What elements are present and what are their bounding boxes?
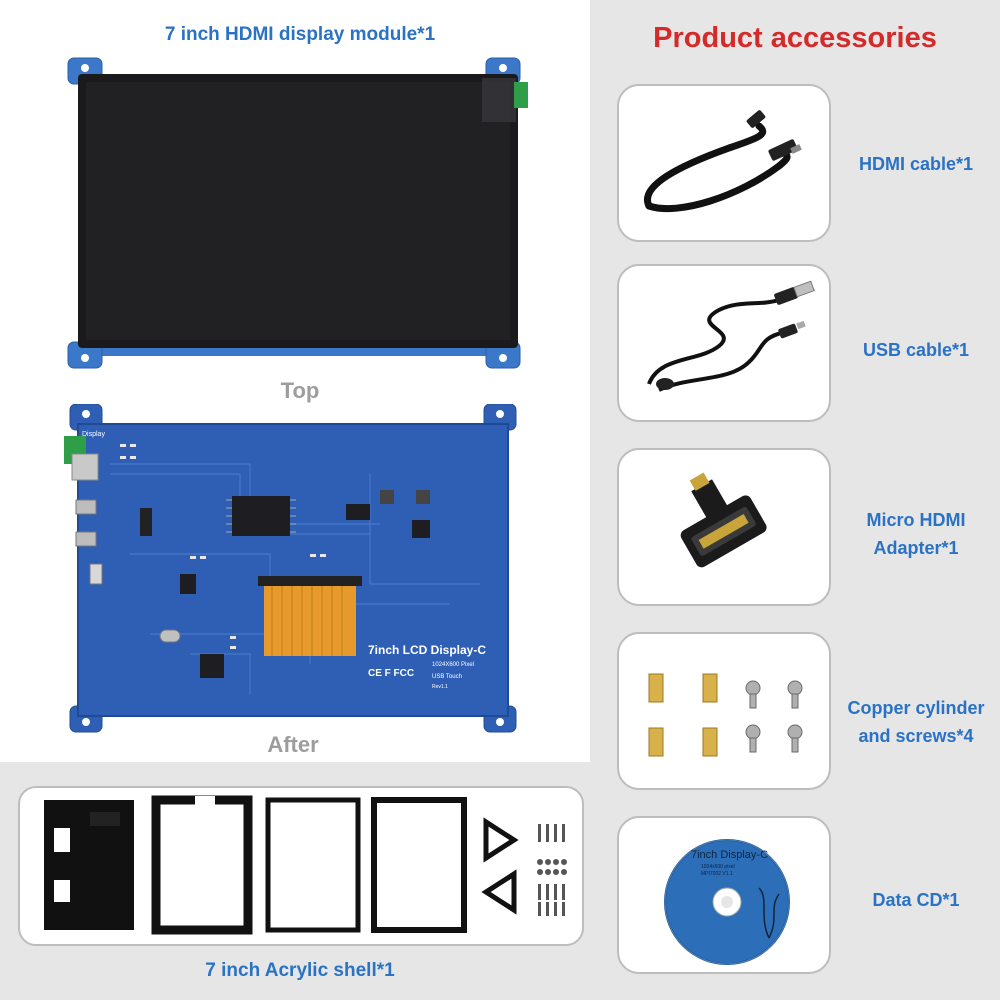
hdmi-cable-icon <box>644 110 802 213</box>
accessory-label-hdmi-cable: HDMI cable*1 <box>858 154 974 174</box>
accessory-label-data-cd: Data CD*1 <box>872 890 960 910</box>
after-caption: After <box>267 732 319 757</box>
display-back-pcb-image: Display 7inch LCD Display-C 1024X600 Pix… <box>50 404 530 734</box>
acrylic-shell-label: 7 inch Acrylic shell*1 <box>205 960 395 981</box>
cd-line2-label: MPI7002 V1.1 <box>701 871 733 877</box>
accessory-card-data-cd: 7inch Display-C 1024x600 pixel MPI7002 V… <box>617 816 831 974</box>
accessory-label-standoffs: Copper cylinder and screws*4 <box>847 698 985 746</box>
accessory-card-standoffs <box>617 632 831 790</box>
pcb-usb-touch-label: USB Touch <box>432 674 462 680</box>
cd-title-label: 7inch Display-C <box>691 849 768 861</box>
accessory-label-micro-hdmi-adapter: Micro HDMI Adapter*1 <box>866 510 966 558</box>
copper-standoffs-screws-icon <box>648 673 803 757</box>
pcb-display-label: Display <box>82 431 105 438</box>
accessory-card-micro-hdmi-adapter <box>617 448 831 606</box>
pcb-rev-label: Rev1.1 <box>432 684 448 690</box>
acrylic-shell-icon <box>44 795 567 935</box>
pcb-resolution-label: 1024X600 Pixel <box>432 662 474 668</box>
cd-line1-label: 1024x600 pixel <box>701 864 735 870</box>
accessory-card-hdmi-cable <box>617 84 831 242</box>
top-caption: Top <box>280 378 320 403</box>
accessory-label-usb-cable: USB cable*1 <box>862 340 970 360</box>
display-front-image <box>62 52 542 380</box>
acrylic-shell-box <box>18 786 584 946</box>
pcb-cert-marks: CE F FCC <box>368 668 414 679</box>
micro-hdmi-adapter-icon <box>680 472 767 568</box>
accessories-title: Product accessories <box>653 22 937 54</box>
module-title: 7 inch HDMI display module*1 <box>164 24 436 45</box>
usb-cable-icon <box>647 280 815 392</box>
pcb-model-label: 7inch LCD Display-C <box>368 643 486 657</box>
data-cd-icon: 7inch Display-C 1024x600 pixel MPI7002 V… <box>664 839 790 965</box>
accessory-card-usb-cable <box>617 264 831 422</box>
